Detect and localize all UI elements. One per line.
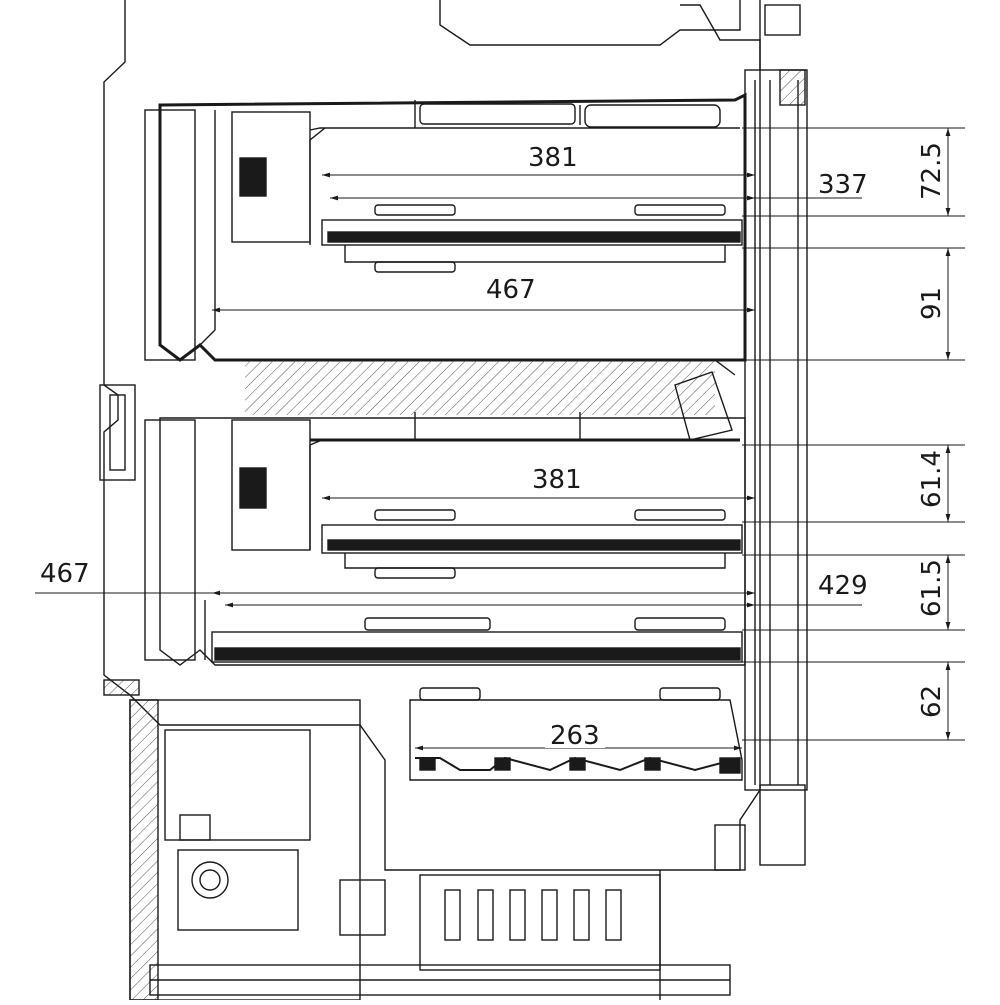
- housing-outline: [103, 0, 761, 871]
- label-72-5: 72.5: [917, 142, 947, 200]
- label-61-5: 61.5: [917, 559, 947, 617]
- upper-fan: [239, 157, 267, 197]
- label-381-mid: 381: [532, 465, 582, 495]
- label-337: 337: [818, 170, 868, 200]
- upper-compartment: [158, 92, 747, 362]
- insulation-band: [245, 360, 715, 415]
- lower-fan: [239, 467, 267, 509]
- mid-latch: [674, 371, 733, 441]
- left-wall-hatch: [103, 679, 140, 696]
- lower-fan-housing: [231, 419, 311, 551]
- door-frame-hatch: [779, 69, 806, 106]
- middle-shelf: [321, 524, 743, 554]
- label-467-top: 467: [486, 275, 536, 305]
- label-91: 91: [917, 287, 947, 320]
- label-62: 62: [917, 685, 947, 718]
- compressor: [177, 849, 299, 931]
- left-handle: [99, 384, 136, 481]
- upper-shelf: [321, 219, 743, 246]
- label-467-left: 467: [40, 559, 90, 589]
- top-hinge: [680, 4, 761, 70]
- label-263: 263: [550, 721, 600, 751]
- label-429: 429: [818, 571, 868, 601]
- middle-compartment: [159, 417, 746, 666]
- control-board: [419, 874, 661, 971]
- top-module: [439, 0, 741, 46]
- label-381-top: 381: [528, 143, 578, 173]
- label-61-4: 61.4: [917, 450, 947, 508]
- lower-tray: [211, 631, 743, 663]
